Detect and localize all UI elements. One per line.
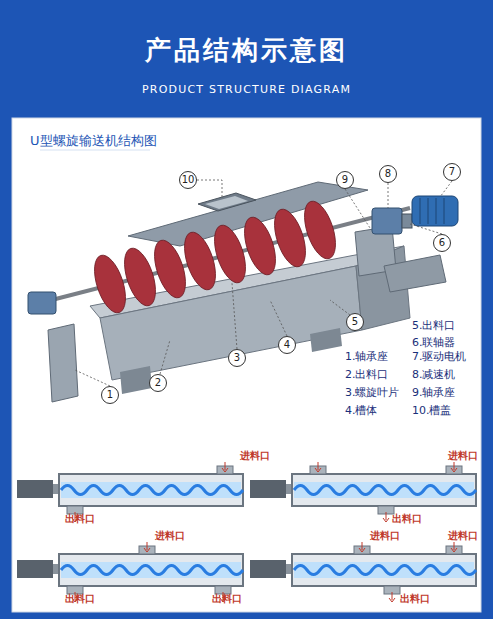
callout-circle: 1 bbox=[101, 386, 119, 404]
outlet-label: 出料口 bbox=[212, 593, 242, 605]
outlet-label: 出料口 bbox=[65, 593, 95, 605]
flow-diagram bbox=[17, 462, 243, 522]
part-name: 1.轴承座 bbox=[345, 351, 389, 364]
callout-number: 10 bbox=[182, 175, 195, 185]
outlet-label: 出料口 bbox=[400, 593, 430, 605]
callout-circle: 5 bbox=[346, 313, 364, 331]
left-bearing bbox=[28, 292, 78, 402]
outlet-label: 出料口 bbox=[392, 513, 422, 525]
inlet-label: 进料口 bbox=[448, 450, 478, 462]
part-name: 10.槽盖 bbox=[412, 405, 452, 418]
part-name: 9.轴承座 bbox=[412, 387, 456, 400]
callout-circle: 9 bbox=[336, 171, 354, 189]
flow-diagram bbox=[17, 542, 243, 602]
callout-number: 4 bbox=[284, 340, 290, 350]
callout-number: 7 bbox=[449, 167, 455, 177]
callout-number: 2 bbox=[155, 378, 161, 388]
inlet-label: 进料口 bbox=[240, 450, 270, 462]
screw-flights bbox=[88, 197, 341, 316]
callout-circle: 8 bbox=[379, 165, 397, 183]
leader-lines bbox=[75, 180, 452, 386]
callout-number: 9 bbox=[342, 175, 348, 185]
inlet-label: 进料口 bbox=[370, 530, 400, 542]
outlet-label: 出料口 bbox=[65, 513, 95, 525]
drive-unit bbox=[372, 196, 458, 234]
subtitle: PRODUCT STRUCTURE DIAGRAM bbox=[142, 84, 351, 97]
callout-circle: 3 bbox=[228, 349, 246, 367]
callout-circle: 7 bbox=[443, 163, 461, 181]
callout-number: 5 bbox=[352, 317, 358, 327]
part-name: 5.出料口 bbox=[412, 320, 456, 333]
inlet-label: 进料口 bbox=[448, 530, 478, 542]
page-title: 产品结构示意图 bbox=[145, 36, 348, 66]
white-panel bbox=[12, 118, 481, 612]
screw-shaft bbox=[40, 208, 410, 303]
part-name: 8.减速机 bbox=[412, 369, 456, 382]
flow-diagram bbox=[250, 542, 476, 602]
callout-circle: 2 bbox=[149, 374, 167, 392]
motor-base bbox=[384, 255, 446, 292]
part-name: 6.联轴器 bbox=[412, 337, 456, 350]
callout-number: 3 bbox=[234, 353, 240, 363]
callout-circle: 10 bbox=[179, 171, 197, 189]
callout-circle: 6 bbox=[433, 234, 451, 252]
inlet-label: 进料口 bbox=[155, 530, 185, 542]
part-name: 3.螺旋叶片 bbox=[345, 387, 400, 400]
callout-number: 8 bbox=[385, 169, 391, 179]
callout-circle: 4 bbox=[278, 336, 296, 354]
callout-number: 6 bbox=[439, 238, 445, 248]
section-heading: U型螺旋输送机结构图 bbox=[30, 134, 157, 149]
flow-diagram bbox=[250, 462, 476, 522]
part-name: 2.出料口 bbox=[345, 369, 389, 382]
part-name: 4.槽体 bbox=[345, 405, 378, 418]
callout-number: 1 bbox=[107, 390, 113, 400]
rule bbox=[40, 150, 150, 151]
part-name: 7.驱动电机 bbox=[412, 351, 467, 364]
